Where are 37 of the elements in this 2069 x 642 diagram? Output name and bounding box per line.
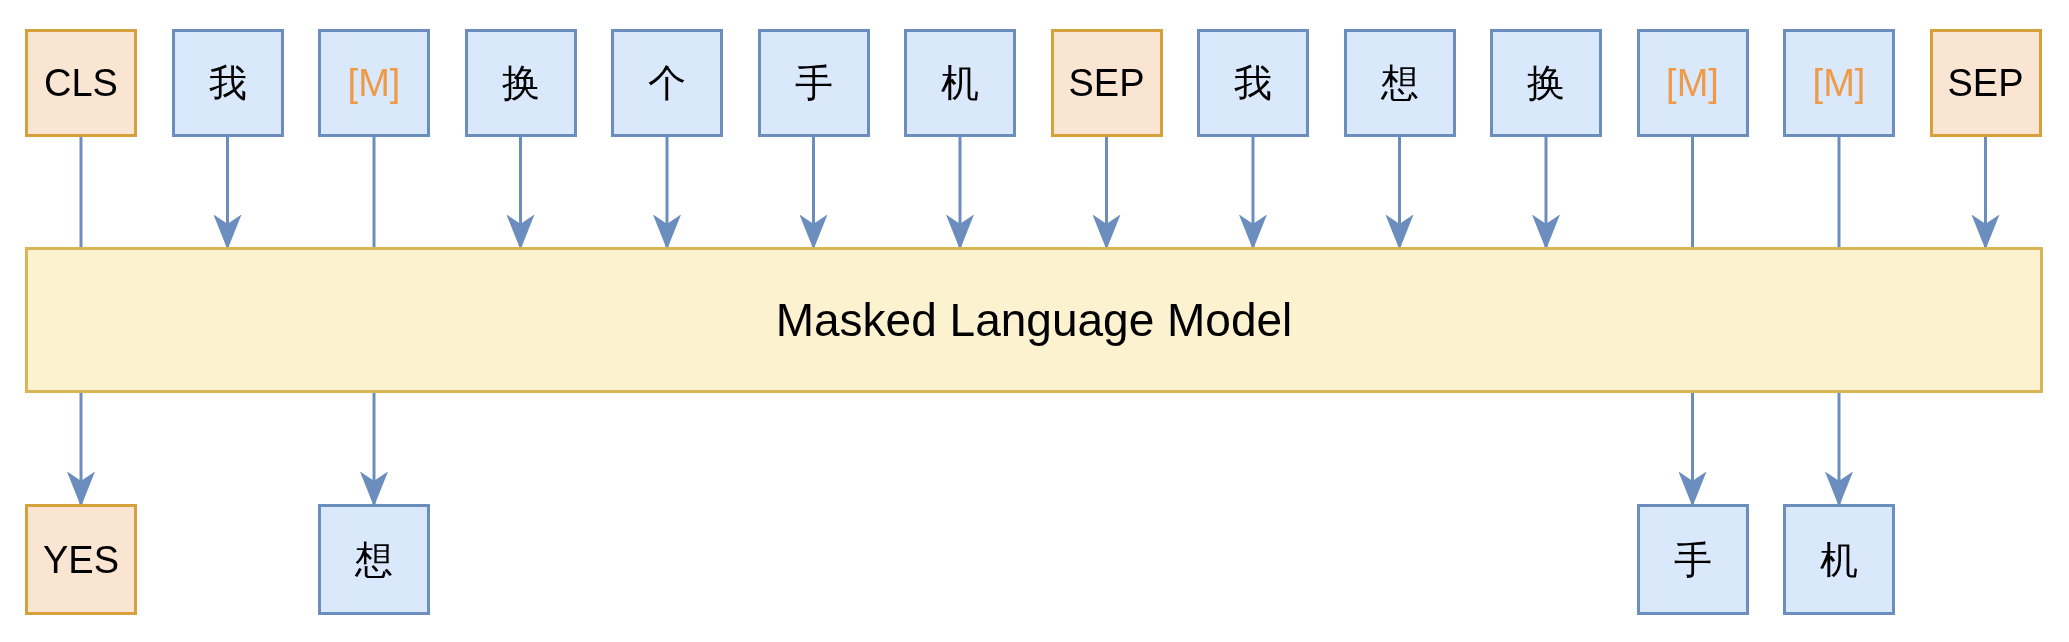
token-box: SEP	[1929, 29, 2042, 137]
arrow	[68, 393, 94, 505]
arrow	[214, 137, 241, 248]
connector-line	[79, 137, 83, 247]
token-box: 手	[757, 29, 870, 137]
token-box: 机	[1783, 504, 1895, 615]
arrow	[654, 137, 680, 248]
token-box: 个	[611, 29, 723, 137]
token-box: 机	[904, 29, 1016, 137]
arrow	[800, 137, 827, 248]
token-box: CLS	[25, 29, 137, 137]
arrow	[1240, 137, 1266, 248]
token-box: 想	[1343, 29, 1456, 137]
token-box: YES	[25, 504, 137, 615]
connector-line	[372, 137, 376, 247]
token-box: 我	[1197, 29, 1309, 137]
mask-token-box: [M]	[1636, 29, 1749, 137]
token-box: 想	[318, 504, 430, 615]
arrow	[947, 137, 973, 248]
token-box: SEP	[1050, 29, 1163, 137]
token-box: 我	[171, 29, 284, 137]
arrow	[1093, 137, 1120, 248]
model-box: Masked Language Model	[25, 247, 2043, 393]
arrow	[507, 137, 534, 248]
arrow	[1972, 137, 1999, 248]
token-box: 换	[464, 29, 577, 137]
connector-line	[1691, 137, 1694, 247]
mask-token-box: [M]	[318, 29, 430, 137]
connector-line	[1837, 137, 1841, 247]
arrow	[361, 393, 387, 505]
arrow	[1826, 393, 1852, 505]
arrow	[1386, 137, 1413, 248]
arrow	[1533, 137, 1559, 248]
token-box: 换	[1490, 29, 1602, 137]
arrow	[1679, 393, 1706, 505]
token-box: 手	[1636, 504, 1749, 615]
mask-token-box: [M]	[1783, 29, 1895, 137]
